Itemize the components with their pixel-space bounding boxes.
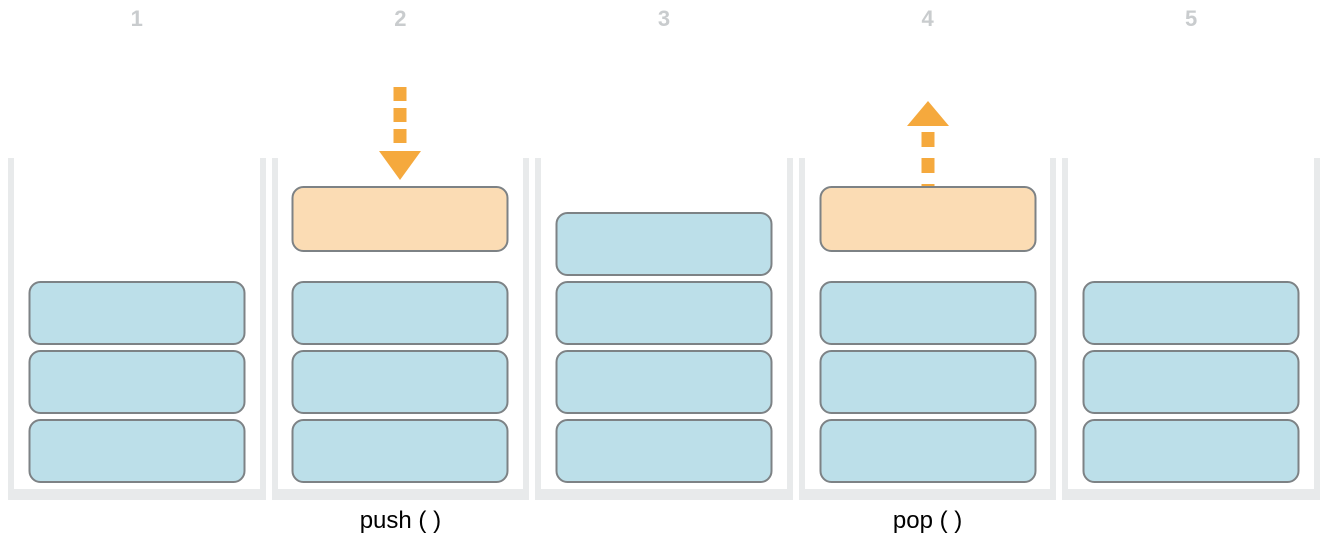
stack-wall-right [259, 158, 266, 500]
stack-wall-left [8, 158, 14, 500]
stack-item [291, 419, 509, 483]
stack-item [291, 281, 509, 345]
stack-floor [535, 489, 793, 500]
stack-wall-right [786, 158, 793, 500]
active-stack-item [291, 186, 509, 252]
stack-item [555, 419, 773, 483]
stack-blocks [1062, 158, 1320, 500]
stack-wall-left [535, 158, 542, 500]
stack-item [819, 350, 1037, 414]
stack-container-1 [8, 158, 266, 500]
push-label: push ( ) [359, 507, 442, 534]
stack-blocks [799, 158, 1057, 500]
column-number-1: 1 [130, 6, 143, 31]
stack-wall-right [523, 158, 530, 500]
column-number-5: 5 [1185, 6, 1198, 31]
stack-container-3 [535, 158, 793, 500]
column-number-4: 4 [921, 6, 934, 31]
stack-floor [1062, 489, 1320, 500]
stack-wall-left [798, 158, 805, 500]
stack-blocks [535, 158, 793, 500]
stack-item [819, 419, 1037, 483]
stack-item [28, 419, 246, 483]
column-number-3: 3 [657, 6, 671, 31]
stacks-stage [8, 87, 1320, 500]
stack-floor [271, 489, 530, 500]
stack-floor [798, 489, 1057, 500]
active-stack-item [819, 186, 1037, 252]
stack-floor [8, 489, 266, 500]
stack-wall-left [271, 158, 278, 500]
stack-item [819, 281, 1037, 345]
stack-item [291, 350, 509, 414]
stack-wall-left [1062, 158, 1069, 500]
arrow-down-icon [379, 87, 422, 180]
stack-item [1082, 419, 1300, 483]
stack-blocks [8, 158, 266, 500]
column-numbers: 1 2 3 4 5 [8, 6, 1320, 32]
stack-item [555, 212, 773, 276]
column-number-2: 2 [394, 6, 407, 31]
stack-wall-right [1313, 158, 1320, 500]
stack-item [555, 281, 773, 345]
stack-container-4 [798, 101, 1057, 500]
arrow-up-icon [906, 101, 949, 191]
stack-item [1082, 350, 1300, 414]
stack-blocks [272, 158, 530, 500]
stack-item [28, 350, 246, 414]
stack-container-5 [1062, 158, 1320, 500]
stack-item [555, 350, 773, 414]
operation-labels: push ( ) pop ( ) [8, 507, 1320, 535]
stack-item [28, 281, 246, 345]
stack-container-2 [271, 87, 530, 500]
stack-item [1082, 281, 1300, 345]
pop-label: pop ( ) [892, 507, 963, 534]
stack-wall-right [1050, 158, 1057, 500]
